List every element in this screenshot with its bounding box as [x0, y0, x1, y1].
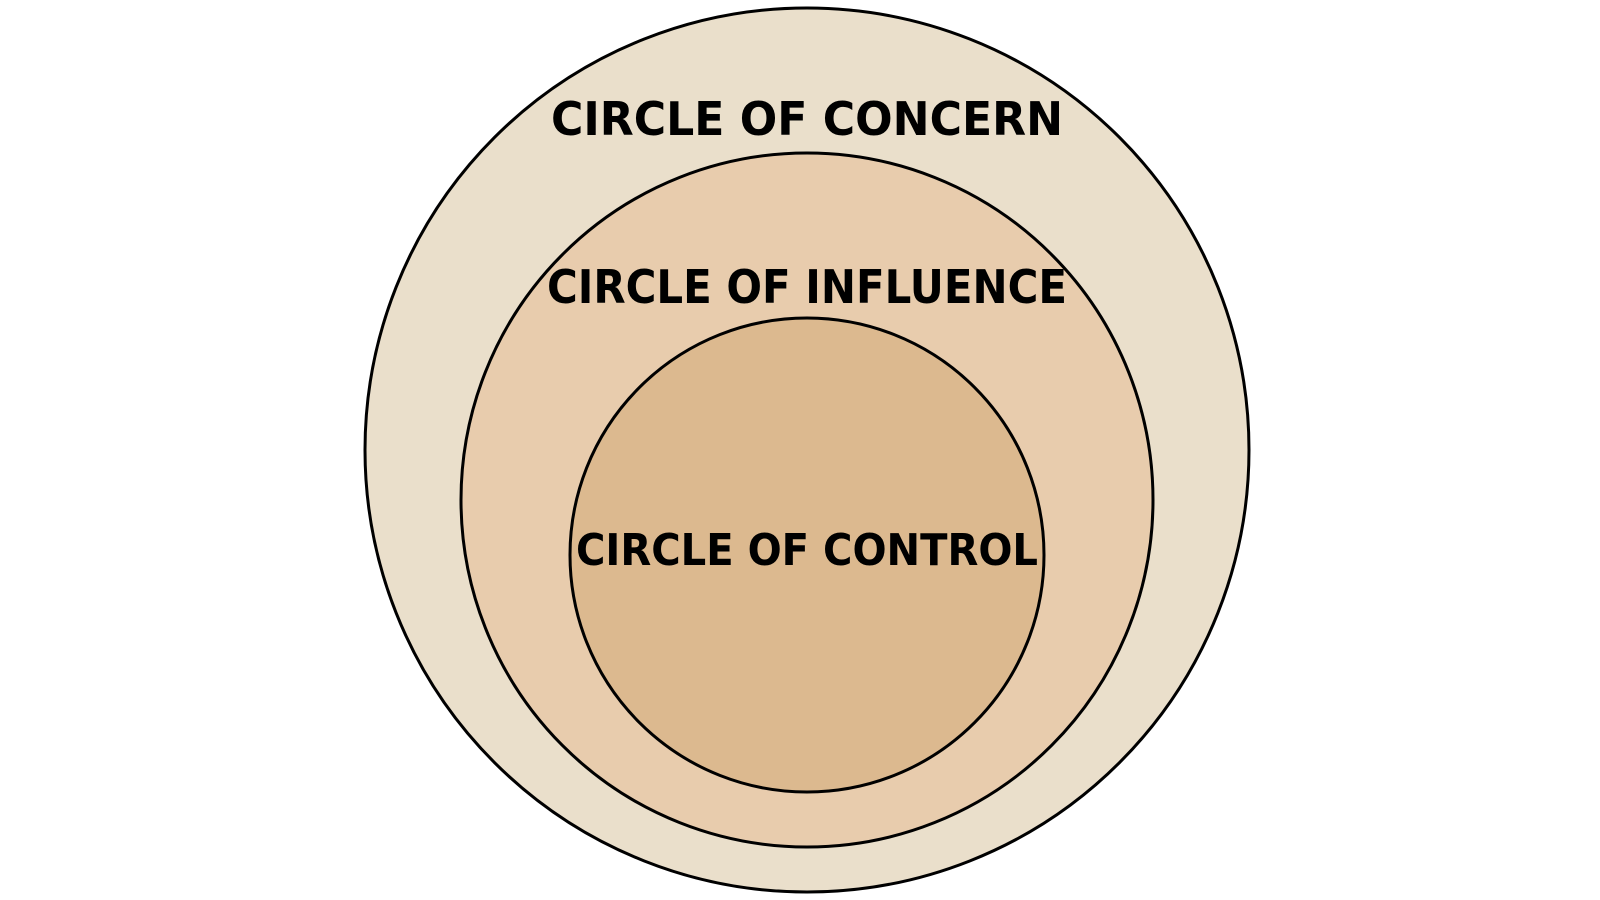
circle-of-concern-label: CIRCLE OF CONCERN: [551, 92, 1063, 146]
circle-of-influence-label: CIRCLE OF INFLUENCE: [547, 260, 1067, 314]
circle-of-control: [568, 316, 1046, 794]
circle-of-control-label: CIRCLE OF CONTROL: [576, 525, 1038, 576]
